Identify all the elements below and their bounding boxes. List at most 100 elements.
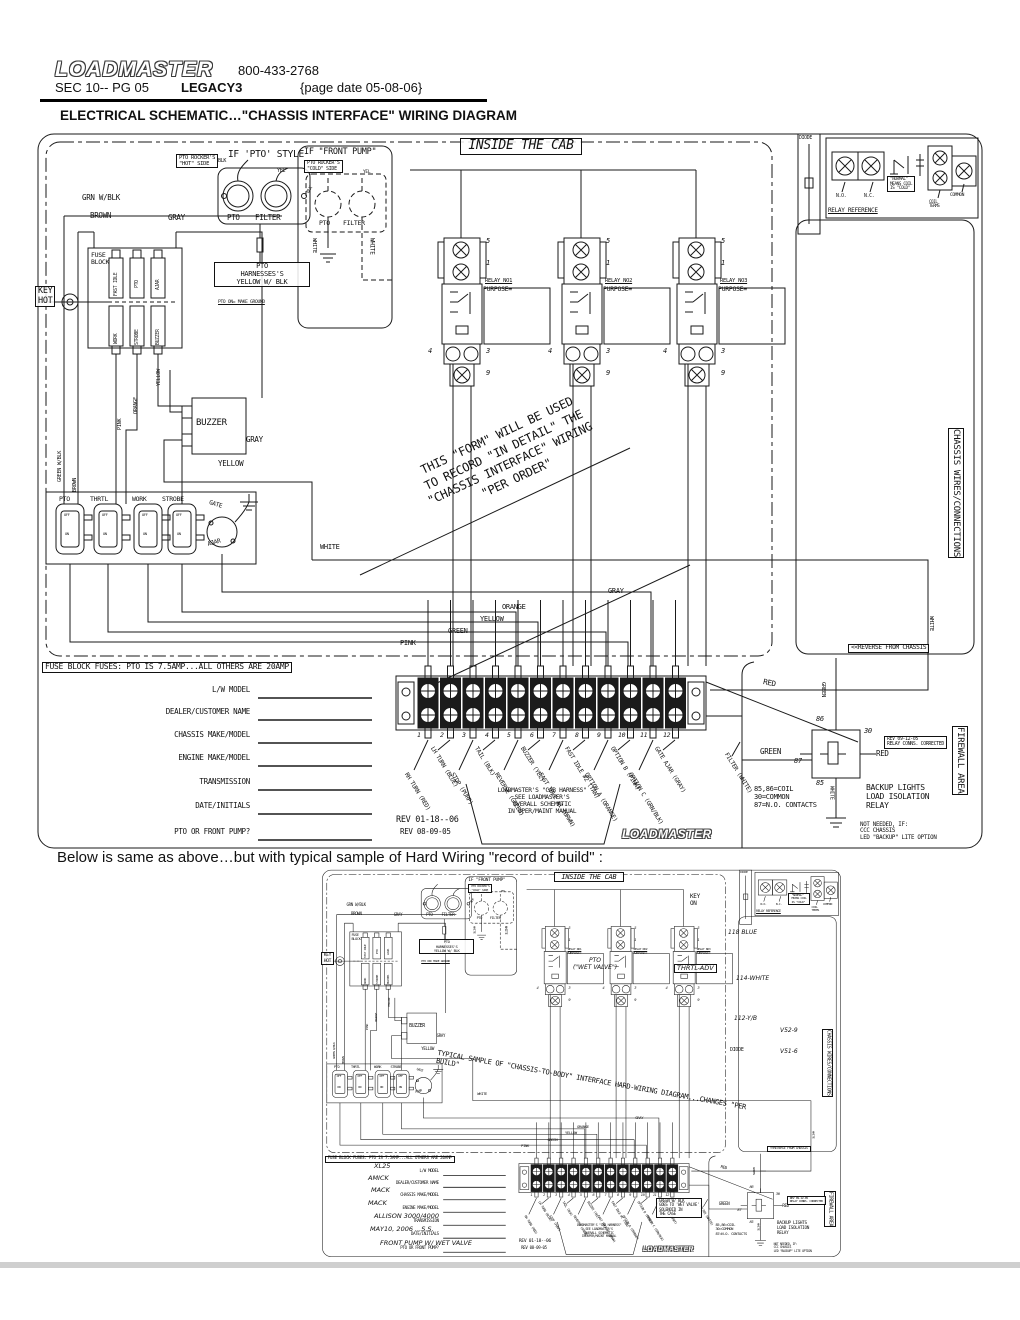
relay1-pin: 3 <box>568 984 571 990</box>
switch-thrtl-label: THRTL <box>350 1065 360 1070</box>
inside-the-cab-title: INSIDE THE CAB <box>460 138 582 155</box>
relay3-title: RELAY NO3 <box>696 947 711 952</box>
coil-legend: 85,86=COIL 30=COMMON 87=N.O. CONTACTS <box>715 1222 747 1236</box>
switch-thrtl-label: THRTL <box>90 495 109 503</box>
terminal-number: 10 <box>640 1192 645 1197</box>
logo-small: LOADMASTER <box>642 1245 694 1253</box>
firewall-area-title: FIREWALL AREA <box>952 726 969 795</box>
phone-number: 800-433-2768 <box>238 63 319 78</box>
relay-pin-30: 30 <box>864 727 872 735</box>
wire-yellow-2: YELLOW <box>218 459 244 468</box>
switch-on-label: ON <box>177 532 181 536</box>
wire-green-2: GREEN <box>718 1201 730 1207</box>
backup-relay-label: BACKUP LIGHTS LOAD ISOLATION RELAY <box>776 1220 810 1236</box>
relay-pin-87: 87 <box>737 1206 742 1212</box>
terminal-number: 2 <box>440 731 444 739</box>
fuse-fast-idle: FAST IDLE <box>363 944 368 958</box>
page-edge <box>0 1262 1020 1268</box>
diode-label: DIODE <box>730 1047 744 1053</box>
fuse-work: WORK <box>114 333 119 344</box>
terminal-number: 6 <box>530 731 534 739</box>
relay-ref-normal: "NORMAL" MEANS COIL IS "COLD" <box>887 176 916 193</box>
switch-off-label: OFF <box>336 1074 342 1079</box>
terminal-number: 9 <box>629 1192 632 1197</box>
relay1-pin: 5 <box>568 925 571 931</box>
relay1-title: RELAY NO1 <box>485 278 513 284</box>
relay1-pin: 1 <box>486 259 490 267</box>
relay3-title: RELAY NO3 <box>720 278 748 284</box>
wire-orange-v: ORANGE <box>133 397 139 414</box>
header-rule <box>40 99 487 102</box>
chassis-wires-title: CHASSIS WIRES/CONNECTIONS <box>821 1029 834 1097</box>
wire-yellow-2: YELLOW <box>421 1045 435 1051</box>
wire-pink-v: PINK <box>117 418 123 430</box>
form-field-date: DATE/INITIALS <box>195 801 250 810</box>
switch-off-label: OFF <box>142 513 148 517</box>
pto-harness-note: PTO HARNESSES'S YELLOW W/ BLK <box>214 262 310 288</box>
filter-switch-label-2: FILTER <box>489 915 501 920</box>
terminal-number: 11 <box>652 1192 657 1197</box>
switch-on-label: ON <box>398 1084 402 1089</box>
switch-on-label: ON <box>358 1084 362 1089</box>
terminal-number: 9 <box>597 731 601 739</box>
wire-white-m: WHITE <box>811 1131 816 1139</box>
backup-relay-label: BACKUP LIGHTS LOAD ISOLATION RELAY <box>866 783 930 810</box>
fuse-pto: PTO <box>374 948 379 954</box>
rev-note-2: REV 08-09-05 <box>400 827 451 836</box>
wire-id-112-yb: 112-Y/B <box>734 1015 757 1022</box>
lower-wiring-diagram: INSIDE THE CAB PTO FILTER IF "FRONT PUMP" PT… <box>318 868 845 1262</box>
page-title: ELECTRICAL SCHEMATIC…"CHASSIS INTERFACE"… <box>60 108 518 123</box>
wire-grn-wblk: GRN W/BLK <box>346 901 367 907</box>
firewall-area-title: FIREWALL AREA <box>824 1190 836 1227</box>
relay1-pin: 4 <box>428 347 432 355</box>
wire-orange-v: ORANGE <box>374 1012 379 1022</box>
wire-brown-1: BROWN <box>350 911 362 917</box>
relay3-pin: 4 <box>663 347 667 355</box>
relay1-purpose: PURPOSE= <box>483 285 512 293</box>
wire-gray-1: GRAY <box>393 912 403 918</box>
form-field-pto-pump: PTO OR FRONT PUMP? <box>400 1244 439 1250</box>
relay-ref-normal: "NORMAL" MEANS COIL IS "COLD" <box>788 892 810 905</box>
switch-off-label: OFF <box>102 513 108 517</box>
inside-the-cab-title: INSIDE THE CAB <box>554 872 624 883</box>
relay3-purpose: PURPOSE= <box>695 951 711 956</box>
relay2-purpose: PURPOSE= <box>603 285 632 293</box>
wire-red-2: RED <box>876 749 889 758</box>
fuse-note: FUSE BLOCK FUSES: PTO IS 7.5AMP...ALL OT… <box>324 1155 455 1163</box>
wire-yellow-m: YELLOW <box>565 1130 577 1136</box>
fuse-strobe: STROBE <box>374 975 379 985</box>
relay-ref-coil-terms: COIL TERMS <box>811 904 820 913</box>
relay2-pin: 1 <box>606 259 610 267</box>
pto-switch-label-2: PTO <box>319 219 330 227</box>
relay2-title: RELAY NO2 <box>605 278 633 284</box>
relay2-pin: 3 <box>606 347 610 355</box>
terminal-number: 7 <box>604 1192 607 1197</box>
pto-rocker-cold-note: PTO ROCKER'S "COLD" SIDE <box>304 160 343 174</box>
pto-harness-note-2: PTO ON= MAKE GROUND <box>421 959 450 963</box>
form-value-pto-pump: FRONT PUMP W/ WET VALVE <box>380 1239 472 1247</box>
form-value-chassis: MACK <box>371 1186 390 1194</box>
wire-green-m: GREEN <box>547 1136 558 1142</box>
fuse-block-label: FUSE BLOCK <box>351 933 361 941</box>
relay2-title: RELAY NO2 <box>633 947 648 952</box>
terminal-number: 3 <box>462 731 466 739</box>
not-needed-note: NOT NEEDED, IF: CCC CHASSIS LED "BACKUP"… <box>773 1241 812 1253</box>
switch-on-label: ON <box>380 1084 384 1089</box>
wire-brown-1: BROWN <box>90 211 112 220</box>
relay-pin-87: 87 <box>794 757 802 765</box>
switch-off-label: OFF <box>398 1074 403 1079</box>
relay3-pin: 1 <box>721 259 725 267</box>
wire-brown-v: BROWN <box>340 1056 345 1064</box>
terminal-number: 11 <box>640 731 648 739</box>
relay1-purpose: PURPOSE= <box>566 951 582 956</box>
form-field-lw-model: L/W MODEL <box>212 685 250 694</box>
wire-id-v51-6: V51-6 <box>780 1048 798 1055</box>
switch-pto-label: PTO <box>59 495 70 503</box>
wire-green-wblk-v: GREEN W/BLK <box>57 450 63 482</box>
if-front-pump-label: IF "FRONT PUMP" <box>468 877 506 883</box>
form-value-transmission: ALLISON 3000/4000 <box>374 1212 440 1220</box>
wire-id-118-blue: 118 BLUE <box>728 929 758 936</box>
relay2-pin: 4 <box>548 347 552 355</box>
wire-green-wblk-v: GREEN W/BLK <box>332 1041 337 1059</box>
terminal-number: 5 <box>579 1192 582 1197</box>
